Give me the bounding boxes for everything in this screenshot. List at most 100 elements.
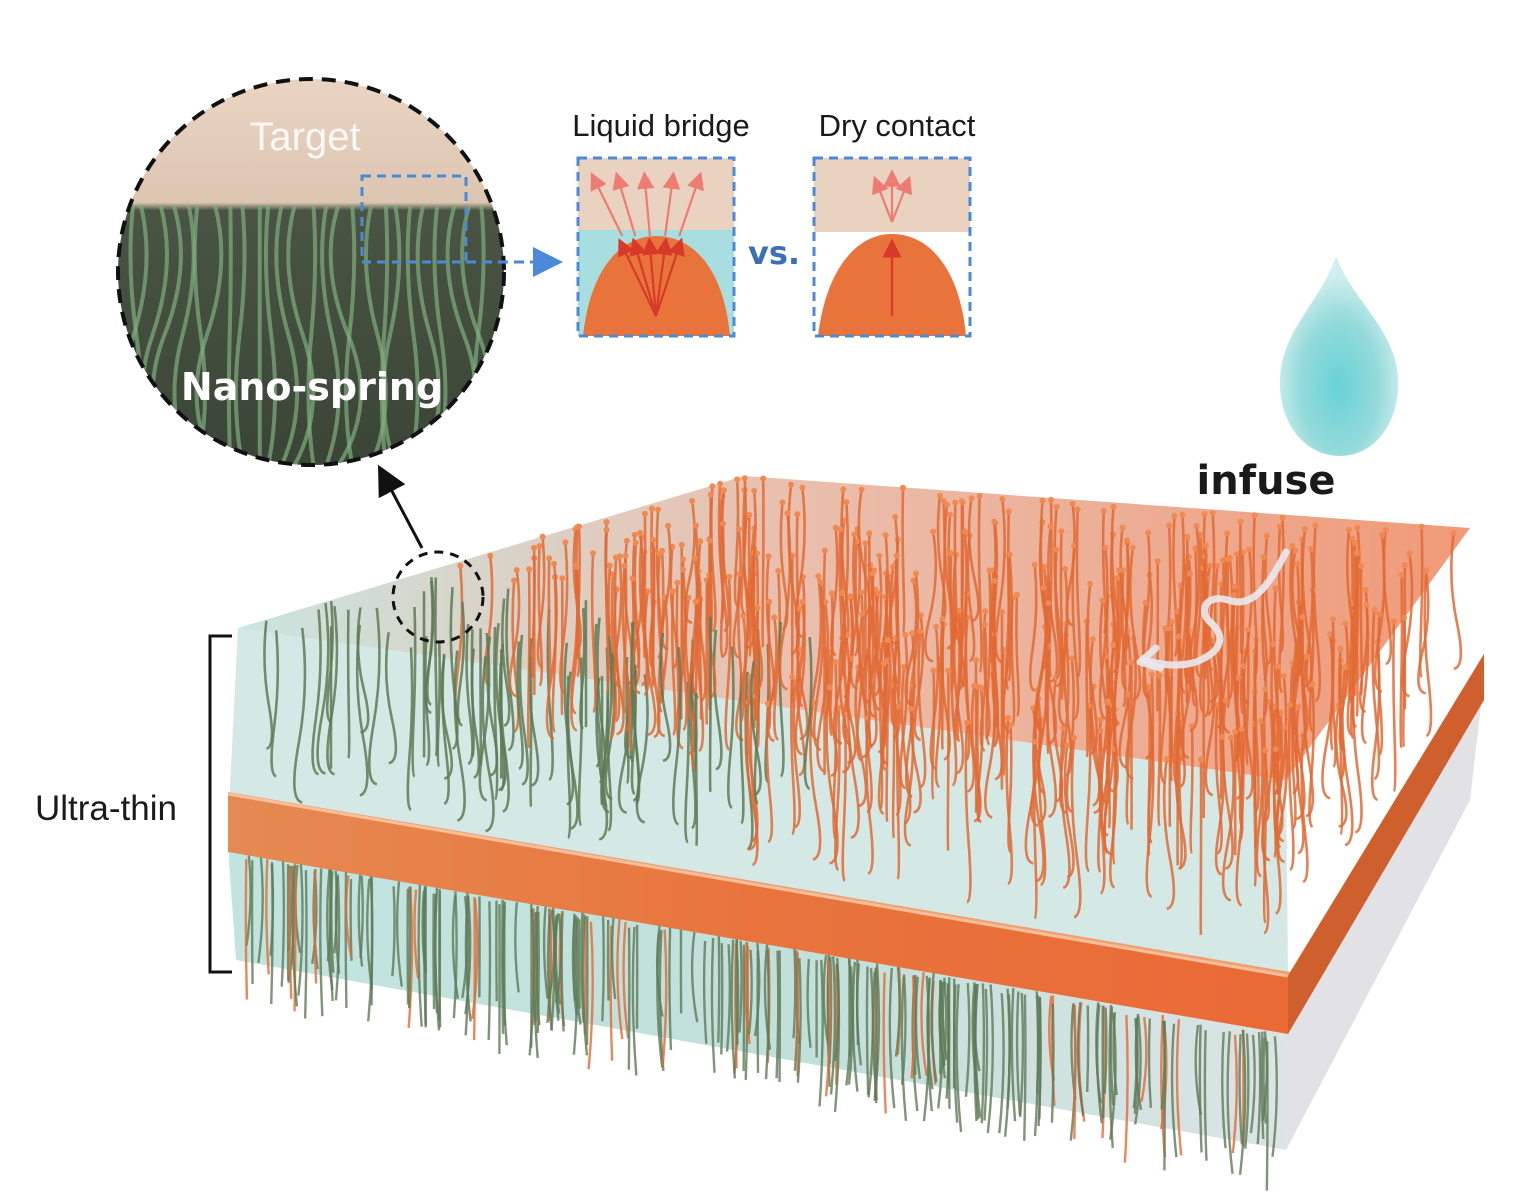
nano-spring-fiber [319,868,324,1017]
nano-spring-fiber [1023,994,1027,1141]
fiber-tip [1270,641,1277,648]
nano-spring-fiber [1262,750,1267,924]
nano-spring-fiber [977,495,983,673]
nano-spring-fiber [1057,568,1069,727]
nano-spring-fiber [789,676,796,836]
fiber-tip [794,511,801,518]
nano-spring-fiber [885,660,889,823]
nano-spring-fiber [739,672,745,825]
nano-spring-fiber [991,634,1004,781]
fiber-tip [964,719,970,726]
fiber-tip [511,577,518,584]
nano-spring-fiber [391,886,396,977]
nano-spring-fiber [395,879,403,987]
fiber-tip [840,486,847,493]
nano-spring-fiber [775,950,780,1079]
nano-spring-fiber [413,889,420,979]
fiber-tip [1062,565,1069,572]
nano-spring-fiber [749,661,762,797]
fiber-tip [947,511,953,518]
nano-spring-fiber [1289,662,1300,795]
nano-spring-fiber [501,598,511,727]
nano-spring-fiber [755,607,760,748]
nano-spring-fiber [269,864,275,956]
fiber-tip [1100,508,1107,514]
inset-zoom-box [360,174,468,264]
nano-spring-fiber [1256,1032,1262,1145]
fiber-tip [1060,724,1067,731]
nano-spring-fiber [998,993,1005,1134]
fiber-tip [1260,554,1267,560]
force-arrow [641,237,660,317]
nano-spring-fiber [330,871,335,973]
nano-spring-fiber [796,958,802,1083]
fiber-tip [882,532,889,539]
nano-spring-fiber [720,490,730,633]
fiber-tip [735,526,742,533]
nano-spring-fiber [1125,694,1131,826]
fiber-tip [734,476,741,483]
nano-spring-fiber [1177,662,1186,788]
nano-spring-fiber [893,637,902,817]
fiber-tip [1327,631,1334,638]
nano-spring-fiber [1157,675,1162,827]
nano-spring-fiber [1423,570,1433,737]
nano-spring-fiber [1085,621,1089,758]
nano-spring-fiber [668,926,673,1050]
nano-spring-fiber [725,944,731,1052]
nano-spring-fiber [1033,991,1040,1137]
nano-spring-fiber [577,919,581,1009]
fiber-tip [1231,583,1238,590]
nano-spring-fiber [1162,758,1176,911]
nano-spring-fiber [1360,604,1370,745]
nano-spring-fiber [763,943,772,1050]
fiber-tip [1237,518,1244,525]
dry-contact-title: Dry contact [819,108,976,143]
nano-spring-fiber [1261,701,1274,862]
nano-spring-fiber [511,580,520,733]
nano-spring-fiber [1289,545,1300,685]
fiber-tip [1263,532,1270,539]
nano-spring-fiber [1140,1016,1148,1102]
fiber-tip [858,589,865,596]
fiber-tip [539,533,546,540]
fiber-tip [1154,558,1161,565]
nano-spring-fiber [514,902,520,993]
nano-spring-fiber [812,581,825,752]
fiber-tip [1294,560,1301,567]
inset-fiber [379,204,390,465]
nano-spring-fiber [1329,619,1335,751]
inset-fiber [306,204,318,465]
inset-fiber [194,204,224,465]
fiber-tip [1272,746,1279,753]
nano-spring-fiber [1073,1004,1077,1140]
nano-spring-fiber [1006,511,1012,682]
nano-spring-fiber [680,559,688,731]
nano-spring-fiber [732,529,742,659]
fiber-tip [1235,674,1242,681]
nano-spring-fiber [1231,594,1242,763]
fiber-tip [862,540,869,547]
nano-spring-fiber [508,569,521,698]
nano-spring-fiber [1185,573,1199,733]
nano-spring-fiber [1059,531,1064,701]
fiber-tip [632,539,639,546]
nano-spring-fiber [265,856,270,975]
nano-spring-fiber [1334,705,1348,828]
nano-spring-fiber [778,512,792,691]
nano-spring-fiber [417,883,423,1027]
nano-spring-fiber [792,681,801,829]
nano-spring-fiber [924,531,938,663]
nano-spring-fiber [822,955,830,1050]
force-arrow [662,171,681,237]
fiber-tip [1231,592,1238,599]
nano-spring-fiber [245,854,252,946]
nano-spring-fiber [1177,722,1183,871]
zoom-source-circle [391,550,485,644]
nano-spring-fiber [1402,617,1406,748]
force-arrow [890,175,912,223]
fiber-tip [796,605,803,612]
nano-spring-fiber [795,649,806,777]
nano-spring-fiber [1129,547,1142,702]
